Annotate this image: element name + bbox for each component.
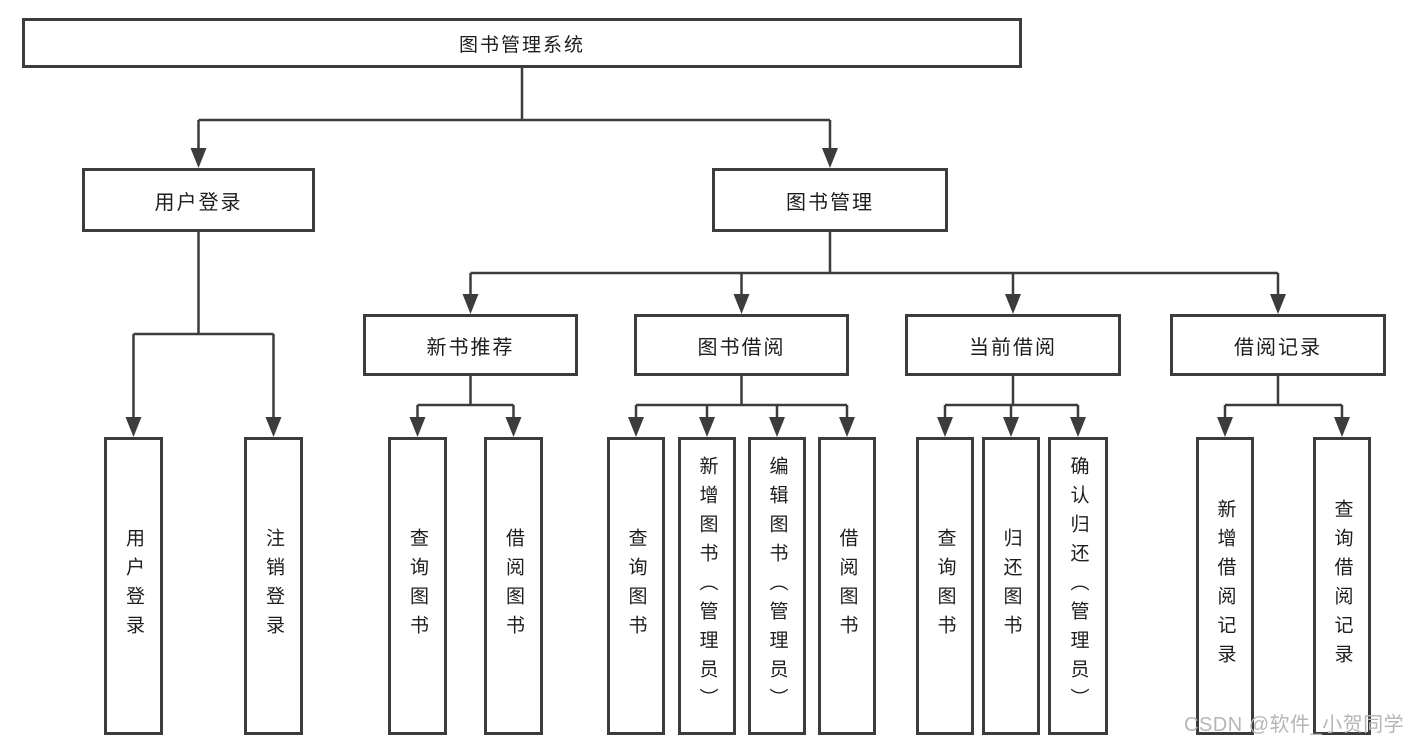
arrow-down-icon (822, 148, 838, 168)
leaf-user-login: 用户登录 (104, 437, 163, 735)
leaf-confirm-return-admin: 确认归还（管理员） (1048, 437, 1108, 735)
node-book-borrowing: 图书借阅 (634, 314, 849, 376)
arrowhead-icons (125, 148, 1350, 437)
arrow-down-icon (1334, 417, 1350, 437)
arrow-down-icon (1217, 417, 1233, 437)
arrow-down-icon (937, 417, 953, 437)
arrow-down-icon (1070, 417, 1086, 437)
arrow-down-icon (505, 417, 522, 437)
csdn-watermark: CSDN @软件_小贺同学 (1184, 714, 1405, 736)
arrow-down-icon (409, 417, 426, 437)
leaf-borrow-books-recommend: 借阅图书 (484, 437, 543, 735)
leaf-return-books: 归还图书 (982, 437, 1040, 735)
arrow-down-icon (628, 417, 644, 437)
connector-lines (132, 68, 1344, 421)
leaf-add-borrow-record: 新增借阅记录 (1196, 437, 1254, 735)
node-borrowing-records: 借阅记录 (1170, 314, 1386, 376)
node-user-login: 用户登录 (82, 168, 315, 232)
leaf-edit-book-admin: 编辑图书（管理员） (748, 437, 806, 735)
node-new-book-recommend: 新书推荐 (363, 314, 578, 376)
arrow-down-icon (839, 417, 855, 437)
leaf-add-book-admin: 新增图书（管理员） (678, 437, 736, 735)
leaf-borrow-books: 借阅图书 (818, 437, 876, 735)
arrow-down-icon (733, 294, 750, 314)
arrow-down-icon (462, 294, 479, 314)
leaf-query-books-borrowing: 查询图书 (607, 437, 665, 735)
arrow-down-icon (1270, 294, 1286, 314)
arrow-down-icon (769, 417, 785, 437)
arrow-down-icon (1003, 417, 1019, 437)
arrow-down-icon (190, 148, 207, 168)
node-current-borrowing: 当前借阅 (905, 314, 1121, 376)
arrow-down-icon (265, 417, 282, 437)
arrow-down-icon (699, 417, 715, 437)
arrow-down-icon (125, 417, 142, 437)
node-library-management-system: 图书管理系统 (22, 18, 1022, 68)
leaf-logout: 注销登录 (244, 437, 303, 735)
node-book-management: 图书管理 (712, 168, 948, 232)
arrow-down-icon (1005, 294, 1021, 314)
leaf-query-books-recommend: 查询图书 (388, 437, 447, 735)
leaf-query-books-current: 查询图书 (916, 437, 974, 735)
leaf-query-borrow-record: 查询借阅记录 (1313, 437, 1371, 735)
